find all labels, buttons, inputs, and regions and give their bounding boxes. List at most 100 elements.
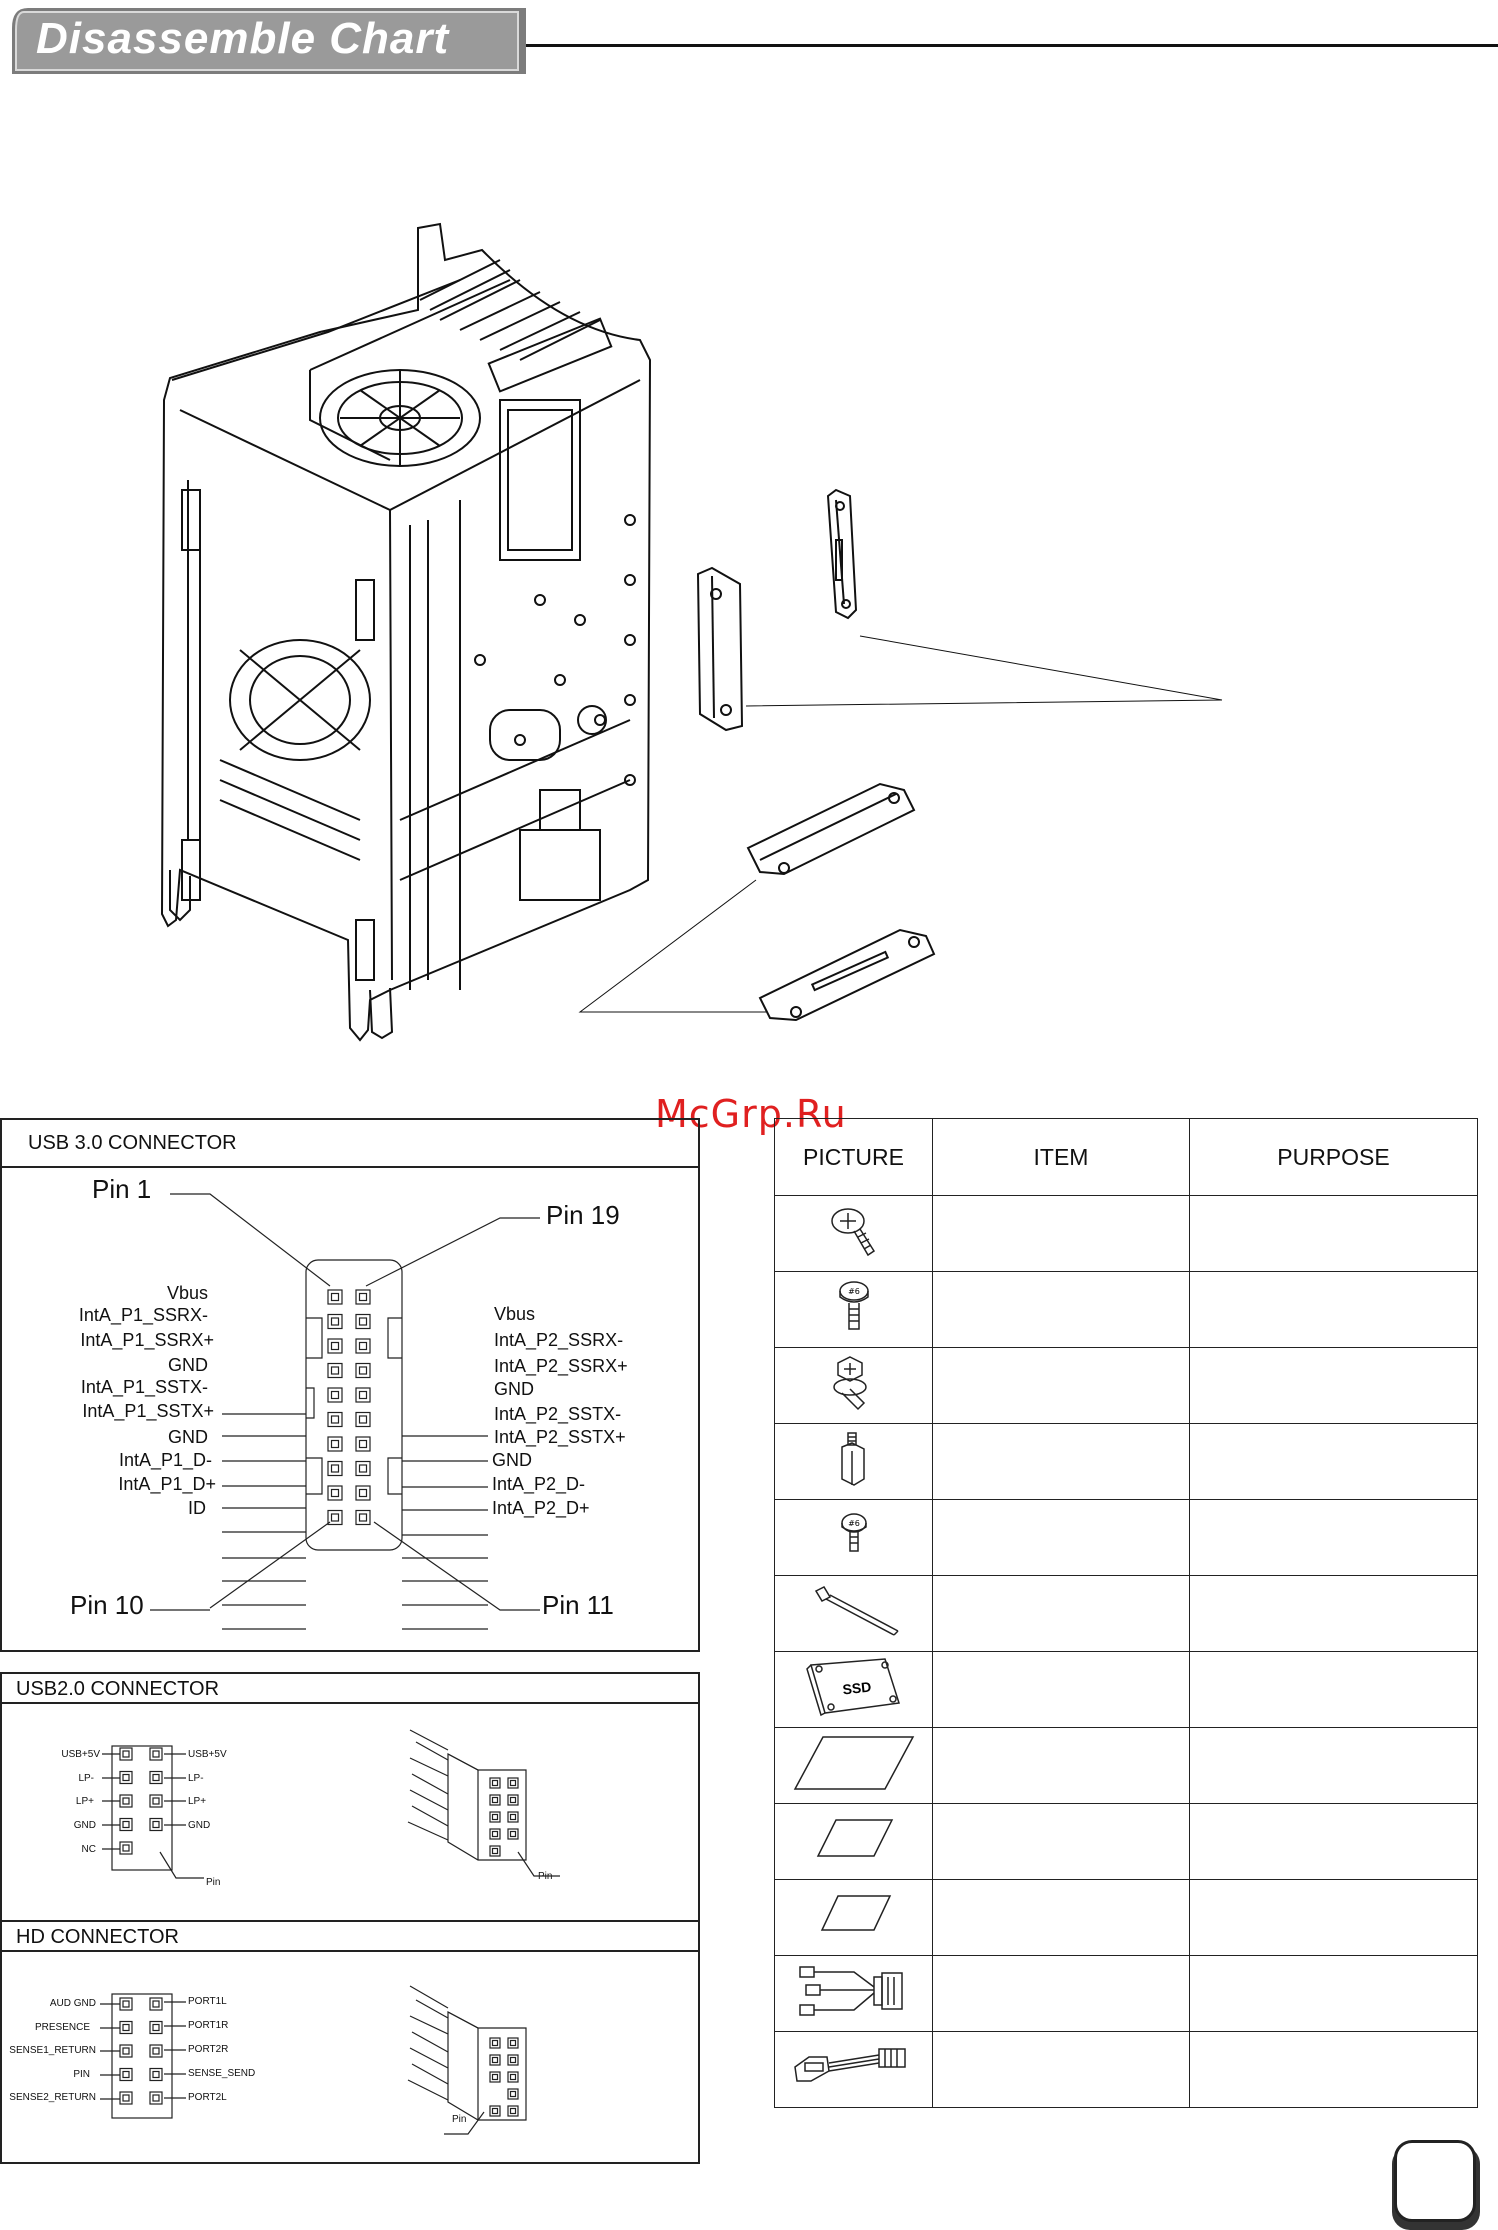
hd-connector-box: HD CONNECTOR <box>0 1920 700 2164</box>
picture-cell <box>774 1879 933 1956</box>
medium-pad-icon <box>816 1819 893 1857</box>
purpose-cell <box>1189 1195 1478 1272</box>
picture-cell <box>774 2031 933 2108</box>
plug-pin-inner <box>509 2039 517 2047</box>
header-pin <box>355 1338 371 1354</box>
header-pin-inner <box>358 1292 368 1302</box>
table-row: SSD <box>774 1651 1478 1728</box>
table-row <box>774 2031 1478 2108</box>
plug-pin <box>507 1811 519 1823</box>
plug-pin-inner <box>509 2073 517 2081</box>
plug-pin-inner <box>509 2090 517 2098</box>
usb3-right-signal: IntA_P2_SSRX+ <box>494 1356 628 1376</box>
usb3-left-signal: IntA_P1_D+ <box>118 1474 216 1494</box>
usb3-connector-title: USB 3.0 CONNECTOR <box>28 1132 237 1154</box>
usb3-right-signal: IntA_P2_SSTX- <box>494 1404 622 1424</box>
header-pin-inner <box>152 2023 160 2032</box>
usb2-left-signal: GND <box>73 1820 96 1831</box>
hd-left-signal: SENSE1_RETURN <box>9 2045 96 2056</box>
small-screw-icon: #6 <box>840 1513 867 1552</box>
plug-pin <box>489 1845 501 1857</box>
header-pin-inner <box>152 1773 160 1782</box>
title-tab-background <box>12 8 526 74</box>
header-pin-inner <box>330 1317 340 1326</box>
purpose-cell <box>1189 1955 1478 2032</box>
sata-power-splitter-icon <box>798 1966 903 2016</box>
header-pin <box>327 1289 343 1305</box>
header-pin <box>149 2044 163 2058</box>
table-row <box>774 1195 1478 1272</box>
plug-pin-inner <box>491 2056 499 2064</box>
header-pin-inner <box>358 1488 368 1498</box>
standoff-icon <box>840 1432 865 1486</box>
pan-head-screw-icon <box>830 1208 875 1257</box>
purpose-cell <box>1189 1879 1478 1956</box>
header-pin-inner <box>330 1341 340 1351</box>
plug-pin <box>489 2071 501 2083</box>
header-pin-inner <box>330 1439 340 1449</box>
header-pin <box>327 1387 343 1403</box>
parts-table-header-row: PICTURE ITEM PURPOSE <box>774 1118 1478 1196</box>
plug-pin <box>507 2071 519 2083</box>
purpose-cell <box>1189 1727 1478 1804</box>
purpose-cell <box>1189 1651 1478 1728</box>
usb2-left-signal: USB+5V <box>61 1749 100 1760</box>
usb2-header-divider <box>2 1702 698 1704</box>
plug-pin <box>507 2105 519 2117</box>
plug-pin-inner <box>509 1796 517 1804</box>
ssd-bracket-icon: SSD <box>805 1658 900 1717</box>
plug-pin <box>489 1828 501 1840</box>
plug-pin-inner <box>491 2073 499 2081</box>
plug-pin-inner <box>491 1796 499 1804</box>
usb3-pin10-label: Pin 10 <box>70 1590 144 1620</box>
table-row <box>774 1879 1478 1956</box>
header-pin <box>327 1411 343 1428</box>
molex-adapter-cable-icon <box>793 2048 906 2082</box>
header-pin-inner <box>330 1488 340 1498</box>
usb3-left-signal: IntA_P1_SSTX- <box>80 1377 208 1397</box>
hd-right-signal: PORT2L <box>188 2092 227 2103</box>
item-cell <box>932 1727 1190 1804</box>
item-cell <box>932 1499 1190 1576</box>
header-pin <box>149 1997 163 2011</box>
header-pin <box>149 1747 163 1761</box>
usb3-right-signal: IntA_P2_SSTX+ <box>494 1427 626 1447</box>
page-title: Disassemble Chart <box>36 14 450 63</box>
usb2-right-signal: GND <box>188 1820 211 1831</box>
header-pin <box>327 1313 343 1330</box>
plug-pin-inner <box>509 1830 517 1838</box>
header-pin <box>355 1485 371 1501</box>
usb3-left-signal: IntA_P1_D- <box>118 1450 212 1470</box>
hd-right-signal: PORT1R <box>188 2020 229 2031</box>
hd-right-signal: SENSE_SEND <box>188 2068 256 2079</box>
purpose-cell <box>1189 1499 1478 1576</box>
header-pin-inner <box>122 1820 130 1829</box>
header-pin-inner <box>122 2047 130 2055</box>
plug-pin <box>489 2105 501 2117</box>
purpose-cell <box>1189 1423 1478 1500</box>
usb2-left-signal: LP+ <box>75 1796 94 1807</box>
usb3-right-signal: IntA_P2_SSRX- <box>494 1330 624 1350</box>
plug-pin-inner <box>491 1779 499 1787</box>
header-pin <box>119 1997 133 2011</box>
header-pin-inner <box>152 2000 160 2008</box>
header-pin-inner <box>358 1464 368 1473</box>
header-pin <box>355 1362 371 1379</box>
plug-pin-inner <box>509 1813 517 1821</box>
picture-cell <box>774 1195 933 1272</box>
header-pin <box>355 1509 371 1526</box>
header-pin <box>119 1770 133 1785</box>
header-pin <box>119 2067 133 2082</box>
header-pin <box>119 2020 133 2035</box>
plug-pin <box>489 1811 501 1823</box>
plug-pin-inner <box>509 2056 517 2064</box>
header-pin-inner <box>152 1797 160 1805</box>
usb3-right-signal: GND <box>494 1379 534 1399</box>
svg-text:#6: #6 <box>848 1519 860 1528</box>
header-pin <box>119 1841 133 1855</box>
usb2-right-signal: LP- <box>188 1773 204 1784</box>
plug-pin <box>507 1777 519 1789</box>
usb3-right-signal: IntA_P2_D- <box>492 1474 586 1494</box>
svg-text:#6: #6 <box>848 1287 860 1296</box>
header-pin <box>149 2091 163 2105</box>
